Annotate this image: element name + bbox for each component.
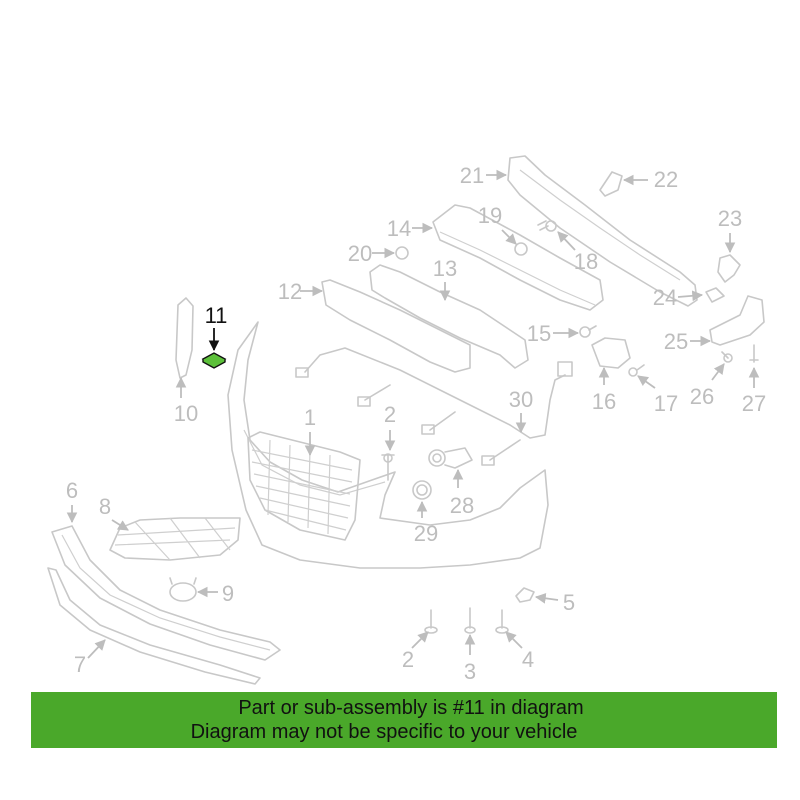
part-26-screw <box>721 351 733 363</box>
part-12-absorber-lower <box>321 279 471 373</box>
callout-19: 19 <box>478 203 502 228</box>
callout-24: 24 <box>653 285 677 310</box>
part-7-lower-molding <box>47 567 261 685</box>
part-3-screw-lower <box>464 607 476 634</box>
callout-1: 1 <box>304 405 316 430</box>
part-5-clip <box>515 587 535 603</box>
info-banner: Part or sub-assembly is #11 in diagram D… <box>31 692 777 748</box>
part-9-cap <box>169 577 197 602</box>
part-13-absorber <box>369 264 529 369</box>
callout-20: 20 <box>348 241 372 266</box>
callout-2-upper: 2 <box>384 402 396 427</box>
part-15-bolt <box>579 325 597 338</box>
callout-21: 21 <box>460 163 484 188</box>
callout-5: 5 <box>563 590 575 615</box>
callout-4: 4 <box>522 647 534 672</box>
part-10-side-bracket <box>175 297 194 379</box>
callout-25: 25 <box>664 329 688 354</box>
banner-part-reference: Part or sub-assembly is #11 in diagram <box>238 697 584 719</box>
callout-27: 27 <box>742 391 766 416</box>
part-19-nut <box>514 242 528 256</box>
part-11-clip-highlighted <box>201 352 227 369</box>
callout-3: 3 <box>464 659 476 684</box>
part-30-wiring-harness <box>295 347 573 466</box>
callout-18: 18 <box>574 249 598 274</box>
banner-disclaimer: Diagram may not be specific to your vehi… <box>190 721 578 743</box>
part-2-bolt-lower <box>424 609 438 634</box>
callout-11-highlighted: 11 <box>205 303 228 328</box>
part-24-clip <box>705 287 725 303</box>
callout-29: 29 <box>414 521 438 546</box>
part-27-screw <box>749 344 759 363</box>
part-4-screw-lower <box>495 609 509 634</box>
callout-12: 12 <box>278 279 302 304</box>
part-14-impact-bar <box>432 204 604 311</box>
callout-30: 30 <box>509 387 533 412</box>
callout-23: 23 <box>718 206 742 231</box>
callout-2-lower: 2 <box>402 647 414 672</box>
part-8-grille-insert <box>109 517 241 561</box>
callout-13: 13 <box>433 256 457 281</box>
callout-labels: 1 2 2 3 4 5 6 7 8 9 10 11 12 13 14 15 16… <box>66 163 766 684</box>
callout-22: 22 <box>654 167 678 192</box>
part-2-screw-upper <box>381 453 395 481</box>
callout-28: 28 <box>450 493 474 518</box>
callout-15: 15 <box>527 321 551 346</box>
callout-14: 14 <box>387 216 411 241</box>
callout-9: 9 <box>222 581 234 606</box>
part-20-nut <box>395 246 409 260</box>
part-16-bracket <box>591 337 631 369</box>
callout-arrows <box>66 169 760 659</box>
callout-16: 16 <box>592 389 616 414</box>
part-23-bracket <box>717 254 741 283</box>
part-18-bolt <box>537 220 557 232</box>
part-29-grommet <box>412 480 432 500</box>
part-17-screw <box>628 364 645 377</box>
callout-10: 10 <box>174 401 198 426</box>
part-25-bracket <box>709 295 765 346</box>
callout-26: 26 <box>690 384 714 409</box>
callout-17: 17 <box>654 391 678 416</box>
part-1-bumper-cover <box>227 321 549 569</box>
part-28-parking-sensor <box>428 447 473 469</box>
part-6-lower-trim <box>51 525 281 661</box>
callout-6: 6 <box>66 478 78 503</box>
part-22-bracket <box>599 171 623 197</box>
callout-7: 7 <box>74 652 86 677</box>
callout-8: 8 <box>99 494 111 519</box>
